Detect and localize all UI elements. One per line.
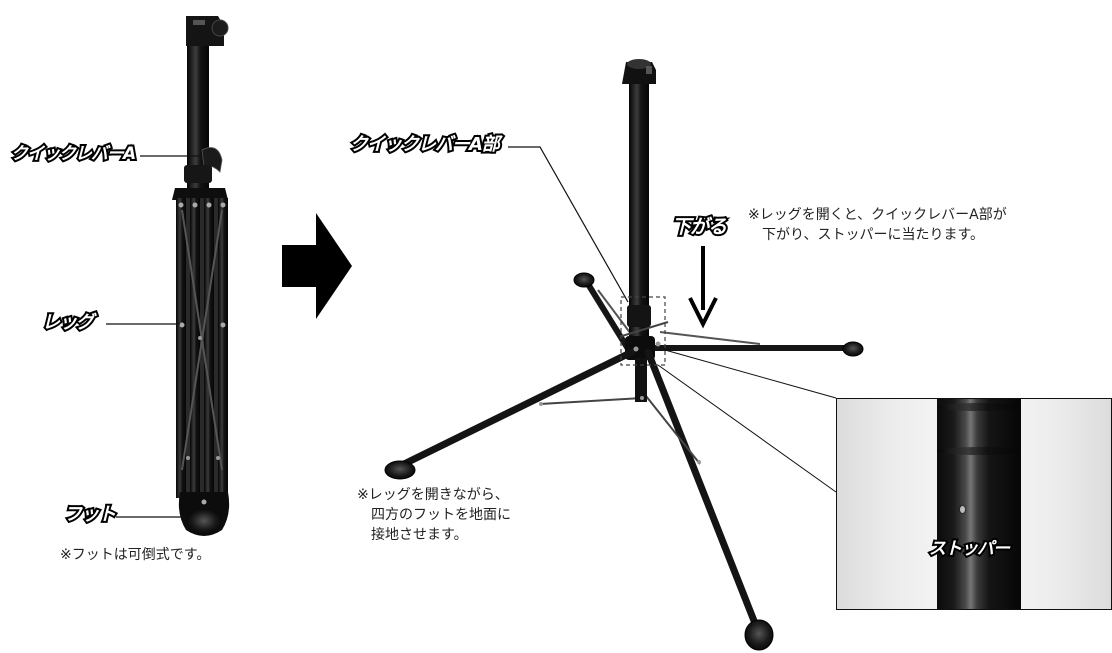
- open-rivet-2: [655, 341, 661, 347]
- front-brace-left: [539, 397, 643, 405]
- folded-rivet-5: [179, 322, 185, 328]
- inset-pole: [937, 399, 1021, 609]
- folded-stand: [172, 16, 230, 536]
- open-top-slot: [646, 66, 652, 74]
- open-main-pole: [629, 78, 649, 340]
- front-foot-right: [744, 619, 774, 651]
- transition-arrow-icon: [282, 213, 352, 319]
- folded-foot-rivet: [201, 499, 207, 505]
- zoom-line-lower: [657, 364, 837, 493]
- note-open-legs: ※レッグを開きながら、 四方のフットを地面に 接地させます。: [357, 487, 511, 543]
- folded-rivet-7: [198, 336, 202, 340]
- folded-rivet-8: [186, 456, 190, 460]
- folded-leg-2: [190, 198, 200, 498]
- label-goes-down: 下がる: [670, 216, 729, 239]
- inset-pole-ring-top: [937, 403, 1021, 411]
- label-leg: レッグ: [40, 312, 96, 334]
- folded-rivet-6: [220, 322, 226, 328]
- folded-clamp-slot: [193, 20, 205, 25]
- folded-foot-pad: [188, 510, 220, 534]
- zoom-line-upper: [664, 349, 837, 399]
- stopper-zoom-inset: ストッパー: [836, 398, 1112, 610]
- open-lower-pole: [635, 358, 647, 402]
- front-leg-left: [396, 348, 636, 470]
- label-foot: フット: [62, 504, 118, 526]
- label-quick-lever-a-part: クイックレバーA部: [348, 134, 502, 156]
- label-stopper: ストッパー: [927, 539, 1012, 560]
- folded-brace-2: [181, 209, 223, 471]
- label-quick-lever-a: クイックレバーA: [9, 144, 138, 165]
- folded-leg-4: [218, 198, 228, 498]
- open-rivet-4: [697, 460, 701, 464]
- note-foot-foldable: ※フットは可倒式です。: [60, 547, 211, 563]
- note-lever-drops: ※レッグを開くと、クイックレバーA部が 下がり、ストッパーに当たります。: [748, 207, 1007, 243]
- open-rivet-5: [640, 396, 644, 400]
- folded-rivet-2: [192, 202, 198, 208]
- back-brace-right: [659, 331, 761, 345]
- folded-rivet-4: [220, 202, 226, 208]
- folded-leg-3: [204, 198, 214, 498]
- folded-hub-top: [172, 188, 228, 200]
- leader-quick-lever-a-part: [508, 146, 629, 303]
- front-foot-left: [384, 460, 416, 480]
- back-foot-left: [573, 272, 595, 288]
- back-foot-right: [842, 341, 864, 357]
- back-leg-left: [585, 281, 633, 355]
- open-lever-collar: [627, 305, 651, 327]
- inset-pole-ring-mid: [937, 447, 1021, 455]
- open-rivet-3: [539, 402, 543, 406]
- hub-spoke: [621, 321, 669, 337]
- stopper-highlight-box: [620, 296, 666, 366]
- front-leg-right: [644, 348, 764, 640]
- open-top-cap: [627, 59, 651, 69]
- folded-clamp-knob: [211, 19, 229, 37]
- stopper-pin-icon: [960, 506, 965, 513]
- front-brace-right: [645, 395, 701, 465]
- down-arrow-icon: [688, 297, 718, 329]
- folded-rivet-9: [216, 456, 220, 460]
- folded-lever-collar: [184, 165, 212, 183]
- folded-leg-1: [176, 198, 186, 498]
- folded-rivet-1: [178, 202, 184, 208]
- open-rivet-1: [633, 346, 639, 352]
- open-stand: [384, 59, 864, 651]
- folded-rivet-3: [206, 202, 212, 208]
